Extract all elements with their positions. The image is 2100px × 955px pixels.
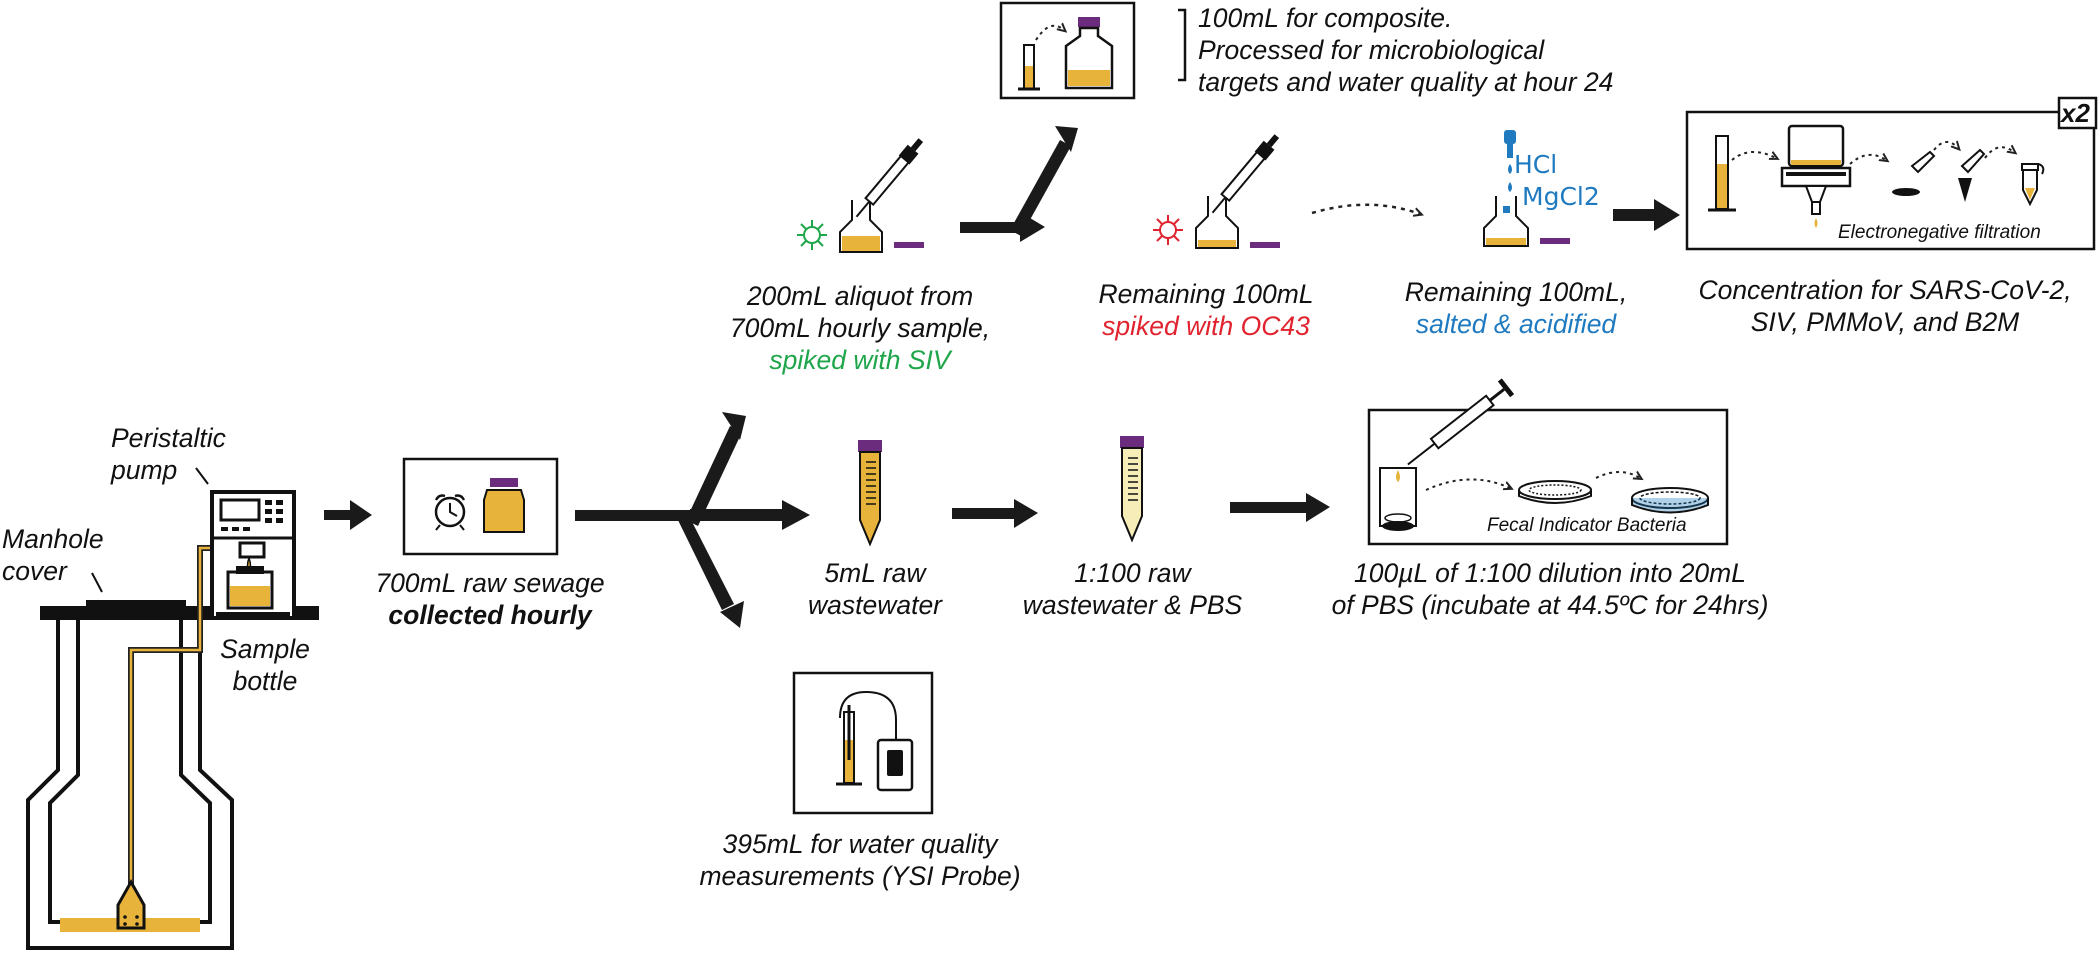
raw-5ml-label: 5mL raw wastewater [807,558,943,620]
collection-box [402,457,559,556]
syringe-icon [1407,378,1515,466]
pipette-icon [855,138,924,218]
conical-tube-raw [858,440,882,547]
sample-jar-icon [483,478,525,533]
alarm-clock-icon [434,494,466,531]
aliquot-label: 200mL aliquot from 700mL hourly sample, … [729,281,991,375]
hcl-label: HCl [1514,150,1558,179]
replicate-badge: x2 [2061,98,2090,128]
siv-virus-icon [797,220,827,250]
filtration-box [1685,96,2098,251]
flow-arrows [324,126,1680,628]
salted-group [1483,130,1570,247]
composite-bracket [1178,8,1187,82]
manhole-cover [86,600,186,608]
petri-dish-icon [1631,487,1709,514]
ysi-probe-icon [836,705,862,786]
sample-bottle-label: Sample bottle [220,634,310,696]
remaining-oc43-label: Remaining 100mL spiked with OC43 [1098,279,1314,341]
fib-box [1367,378,1729,546]
composite-bottle-icon [1064,17,1114,90]
electronegative-filtration-label: Electronegative filtration [1838,222,2041,243]
stir-bar-icon [1250,242,1280,248]
filter-dish-icon [1518,480,1592,504]
fib-beaker-icon [1379,467,1417,531]
well-outer-wall [26,618,234,950]
ysi-box [792,671,934,815]
ysi-meter-icon [876,738,914,792]
oc43-virus-icon [1153,215,1183,245]
graduated-cylinder-icon [1018,44,1040,91]
tweezers-tube-icon [1958,148,1986,202]
remaining-salted-label: Remaining 100mL, salted & acidified [1404,277,1628,339]
composite-box [999,1,1136,100]
beaker-icon [1195,196,1239,249]
ysi-label: 395mL for water quality measurements (YS… [699,829,1021,891]
peristaltic-pump-label: Peristaltic pump [111,423,226,485]
dropper-icon [1504,130,1516,192]
filter-funnel-icon [1780,124,1852,228]
fib-box-label: Fecal Indicator Bacteria [1487,515,1687,536]
graduated-cylinder-icon [1708,135,1736,212]
oc43-group [1153,134,1280,249]
microtube-icon [2021,163,2045,207]
dilution-label: 1:100 raw wastewater & PBS [1022,558,1243,620]
fib-incubation-label: 100µL of 1:100 dilution into 20mL of PBS… [1331,558,1769,620]
conical-tube-dilution [1120,436,1144,543]
tweezers-icon [1892,150,1936,196]
concentration-label: Concentration for SARS-CoV-2, SIV, PMMoV… [1698,275,2072,337]
pipette-icon [1211,134,1280,214]
composite-label: 100mL for composite. Processed for micro… [1198,3,1614,97]
aliquot-group [797,138,924,253]
dotted-arrow [1311,203,1420,214]
mgcl2-label: MgCl2 [1522,182,1600,211]
intake-strainer [116,878,146,930]
stir-bar-icon [894,242,924,248]
raw-sewage-label: 700mL raw sewage collected hourly [375,568,605,630]
manhole-cover-label: Manhole cover [2,524,104,586]
stir-bar-icon [1540,238,1570,244]
sample-bottle-icon [226,566,274,610]
manhole-illustration [26,600,319,950]
beaker-icon [1483,196,1529,247]
peristaltic-pump [210,490,296,620]
